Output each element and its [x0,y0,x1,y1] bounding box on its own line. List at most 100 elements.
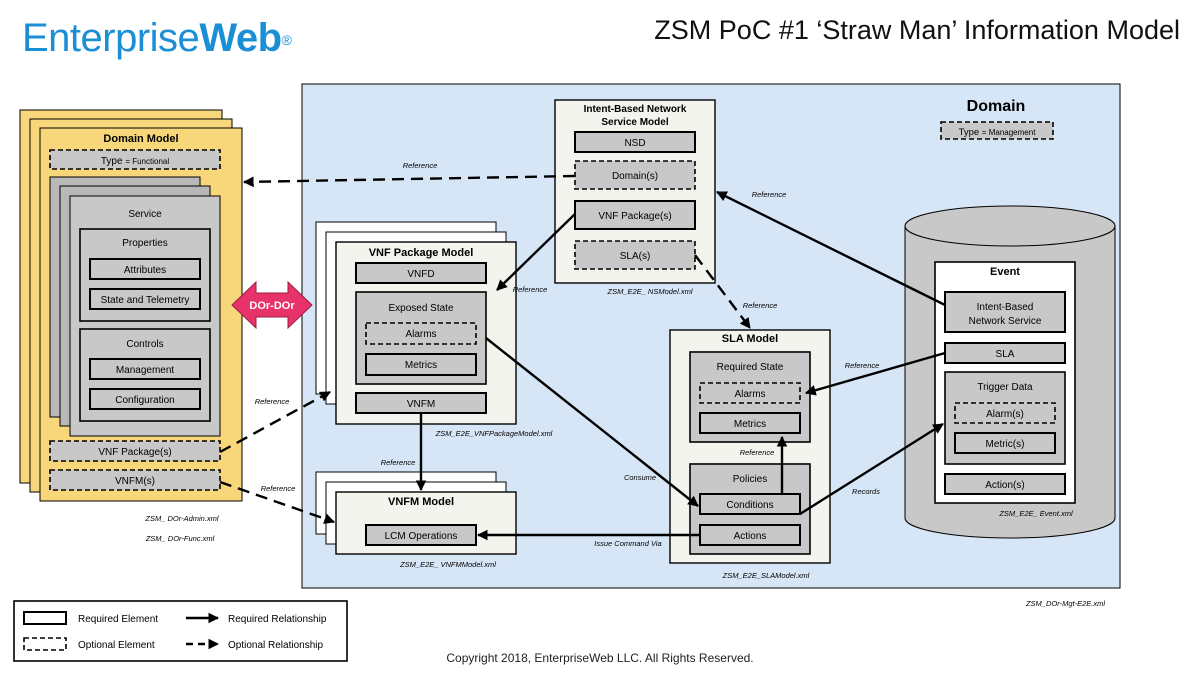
vnf-alarms-label: Alarms [405,329,436,340]
vnfm-model-file-label: ZSM_E2E_ VNFMModel.xml [399,560,496,569]
event-actions-label: Action(s) [985,480,1024,491]
sla-alarms-box [699,382,801,404]
edge-label-reference-sla: Reference [743,301,778,310]
ns-vnf-packages-box [574,200,696,230]
edge-label-reference-dm-vnfm: Reference [261,484,296,493]
sla-model-file-label: ZSM_E2E_SLAModel.xml [722,571,810,580]
dm-vnfms-label: VNFM(s) [115,476,155,487]
attributes-box [89,258,201,280]
edge-label-reference-ibns: Reference [752,190,787,199]
dm-vnf-packages-label: VNF Package(s) [98,447,171,458]
ns-vnf-packages-label: VNF Package(s) [598,211,671,222]
lcm-operations-label: LCM Operations [385,531,458,542]
legend-optional-relationship-label: Optional Relationship [228,640,323,651]
conditions-label: Conditions [726,500,773,511]
event-ibns-label-line2: Network Service [969,316,1042,327]
vnfm-label: VNFM [407,399,435,410]
event-sla-label: SLA [996,349,1015,360]
vnf-alarms-box [365,322,477,345]
page-title: ZSM PoC #1 ‘Straw Man’ Information Model [654,15,1180,45]
dor-dor-label: DOr-DOr [249,300,295,312]
state-telemetry-box [89,288,201,310]
ns-model-title-line2: Service Model [601,117,668,128]
event-metrics-box [954,432,1056,454]
management-label: Management [116,365,175,376]
edge-exposed-state-consumed-by-conditions [485,337,699,507]
vnf-metrics-box [365,353,477,376]
controls-title: Controls [126,339,163,350]
logo-registered-mark: ® [281,32,292,48]
event-alarms-label: Alarm(s) [986,409,1024,420]
domain-type-box [940,121,1054,140]
logo-bold: Web [199,16,282,60]
domain-title: Domain [967,98,1026,115]
legend-required-element-label: Required Element [78,614,158,625]
event-ibns-box [944,291,1066,333]
sla-actions-label: Actions [734,531,767,542]
legend-box [13,600,348,662]
legend-required-relationship-label: Required Relationship [228,614,327,625]
edge-ns-slas-to-sla-model [694,254,751,329]
ns-model-file-label: ZSM_E2E_ NSModel.xml [606,287,692,296]
event-metrics-label: Metric(s) [986,439,1025,450]
enterpriseweb-logo: EnterpriseWeb® [22,14,292,62]
edge-dm-vnf-packages-to-vnf-package-model [219,390,331,454]
vnf-metrics-label: Metrics [405,360,437,371]
event-file-label: ZSM_E2E_ Event.xml [998,509,1073,518]
ns-domains-box [574,160,696,190]
properties-title: Properties [122,238,168,249]
management-box [89,358,201,380]
vnf-package-model-title: VNF Package Model [369,247,474,259]
edge-label-reference-domains: Reference [403,161,438,170]
ns-slas-box [574,240,696,270]
edge-event-ibns-to-ns-model [716,190,946,307]
service-title: Service [128,209,162,220]
event-title: Event [990,266,1020,278]
vnf-package-model-file-label: ZSM_E2E_VNFPackageModel.xml [435,429,553,438]
copyright-notice: Copyright 2018, EnterpriseWeb LLC. All R… [446,651,754,665]
edge-conditions-to-trigger-data [799,422,944,516]
edge-label-reference-vnfm: Reference [381,458,416,467]
configuration-label: Configuration [115,395,174,406]
exposed-state-title: Exposed State [388,303,453,314]
sla-metrics-label: Metrics [734,419,766,430]
legend-optional-element-label: Optional Element [78,640,155,651]
lcm-operations-box [365,524,477,546]
edge-ns-domains-to-domain-model [242,174,576,188]
edge-label-issue-command: Issue Command Via [594,539,661,548]
sla-model-title: SLA Model [722,333,778,345]
sla-alarms-label: Alarms [734,389,765,400]
edge-label-reference-dm-vnf: Reference [255,397,290,406]
required-state-title: Required State [717,362,784,373]
domain-model-title: Domain Model [103,133,178,145]
edge-label-reference-conditions: Reference [740,448,775,457]
legend-optional-element-swatch [23,637,67,651]
domain-model-type-label: Type = Functional [101,156,169,167]
nsd-label: NSD [624,138,645,149]
edge-label-reference-vnf-package: Reference [513,285,548,294]
trigger-data-title: Trigger Data [977,382,1033,393]
nsd-box [574,131,696,153]
sla-metrics-box [699,412,801,434]
ns-model-title-line1: Intent-Based Network [584,104,687,115]
domain-file-label: ZSM_DOr-Mgt-E2E.xml [1025,599,1105,608]
event-cylinder-top [904,205,1116,247]
event-actions-box [944,473,1066,495]
policies-title: Policies [733,474,767,485]
edge-dm-vnfms-to-vnfm-model [219,480,336,524]
ns-slas-label: SLA(s) [620,251,651,262]
conditions-box [699,493,801,515]
logo-regular: Enterprise [22,16,200,60]
vnfm-model-title: VNFM Model [388,496,454,508]
attributes-label: Attributes [124,265,166,276]
event-ibns-label-line1: Intent-Based [977,302,1034,313]
event-alarms-box [954,402,1056,424]
dm-file-admin: ZSM_ DOr-Admin.xml [144,514,219,523]
dor-dor-double-arrow [231,280,313,330]
ns-domains-label: Domain(s) [612,171,658,182]
state-telemetry-label: State and Telemetry [101,295,190,306]
dm-file-func: ZSM_ DOr-Func.xml [145,534,215,543]
edge-label-records: Records [852,487,880,496]
domain-type-label: Type = Management [959,127,1037,138]
